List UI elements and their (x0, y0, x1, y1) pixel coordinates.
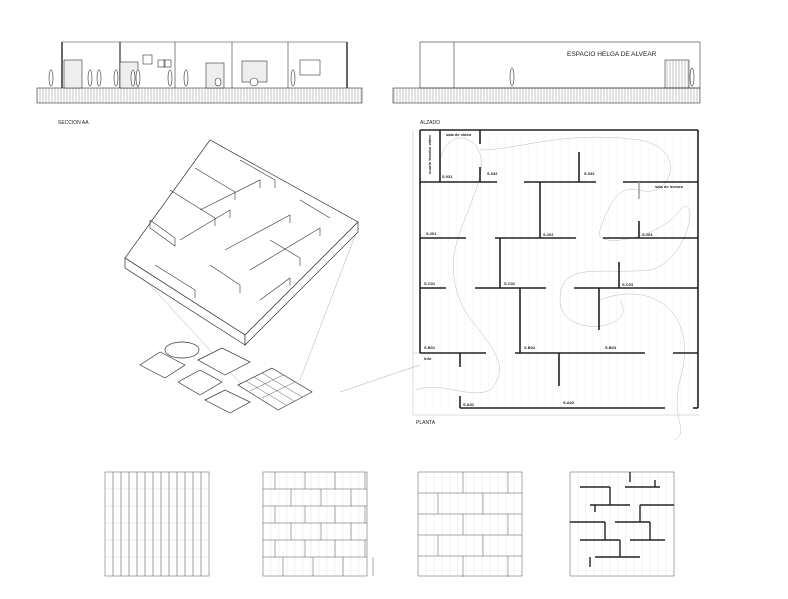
elevation-caption: ALZADO (420, 120, 440, 126)
elevation-drawing (392, 41, 701, 104)
room-label: cuarto tecnico video (427, 135, 432, 174)
elevation-title: ESPACIO HELGA DE ALVEAR (567, 51, 657, 58)
room-label: S.C03 (622, 282, 634, 287)
swatch-4 (569, 471, 675, 577)
room-label: S.202 (543, 232, 554, 237)
section-caption: SECCION AA (58, 120, 89, 126)
swatch-3 (417, 471, 523, 577)
room-label: S.203 (642, 232, 653, 237)
room-label: info (424, 356, 432, 361)
room-label: sala de lectura (655, 184, 684, 189)
room-label: S.B02 (524, 345, 536, 350)
room-label: S.C02 (504, 281, 516, 286)
room-label: S.031 (442, 174, 453, 179)
room-label: S.A01 (463, 402, 475, 407)
plan-caption: PLANTA (416, 420, 436, 426)
room-label: sala de video (446, 132, 472, 137)
room-label: S.032 (487, 171, 498, 176)
section-aa-drawing (36, 41, 363, 104)
room-label: S.B03 (605, 345, 617, 350)
room-label: S.201 (426, 231, 437, 236)
floor-plan: sala de video cuarto tecnico video S.031… (412, 129, 700, 441)
room-label: S.B01 (424, 345, 436, 350)
room-label: S.A02 (563, 400, 575, 405)
swatch-2 (262, 471, 368, 577)
room-label: S.C01 (424, 281, 436, 286)
room-label: S.033 (584, 171, 595, 176)
axonometric-maze-drawing (124, 139, 421, 414)
swatch-1 (104, 471, 210, 577)
maze-evolution-swatches (104, 471, 675, 577)
